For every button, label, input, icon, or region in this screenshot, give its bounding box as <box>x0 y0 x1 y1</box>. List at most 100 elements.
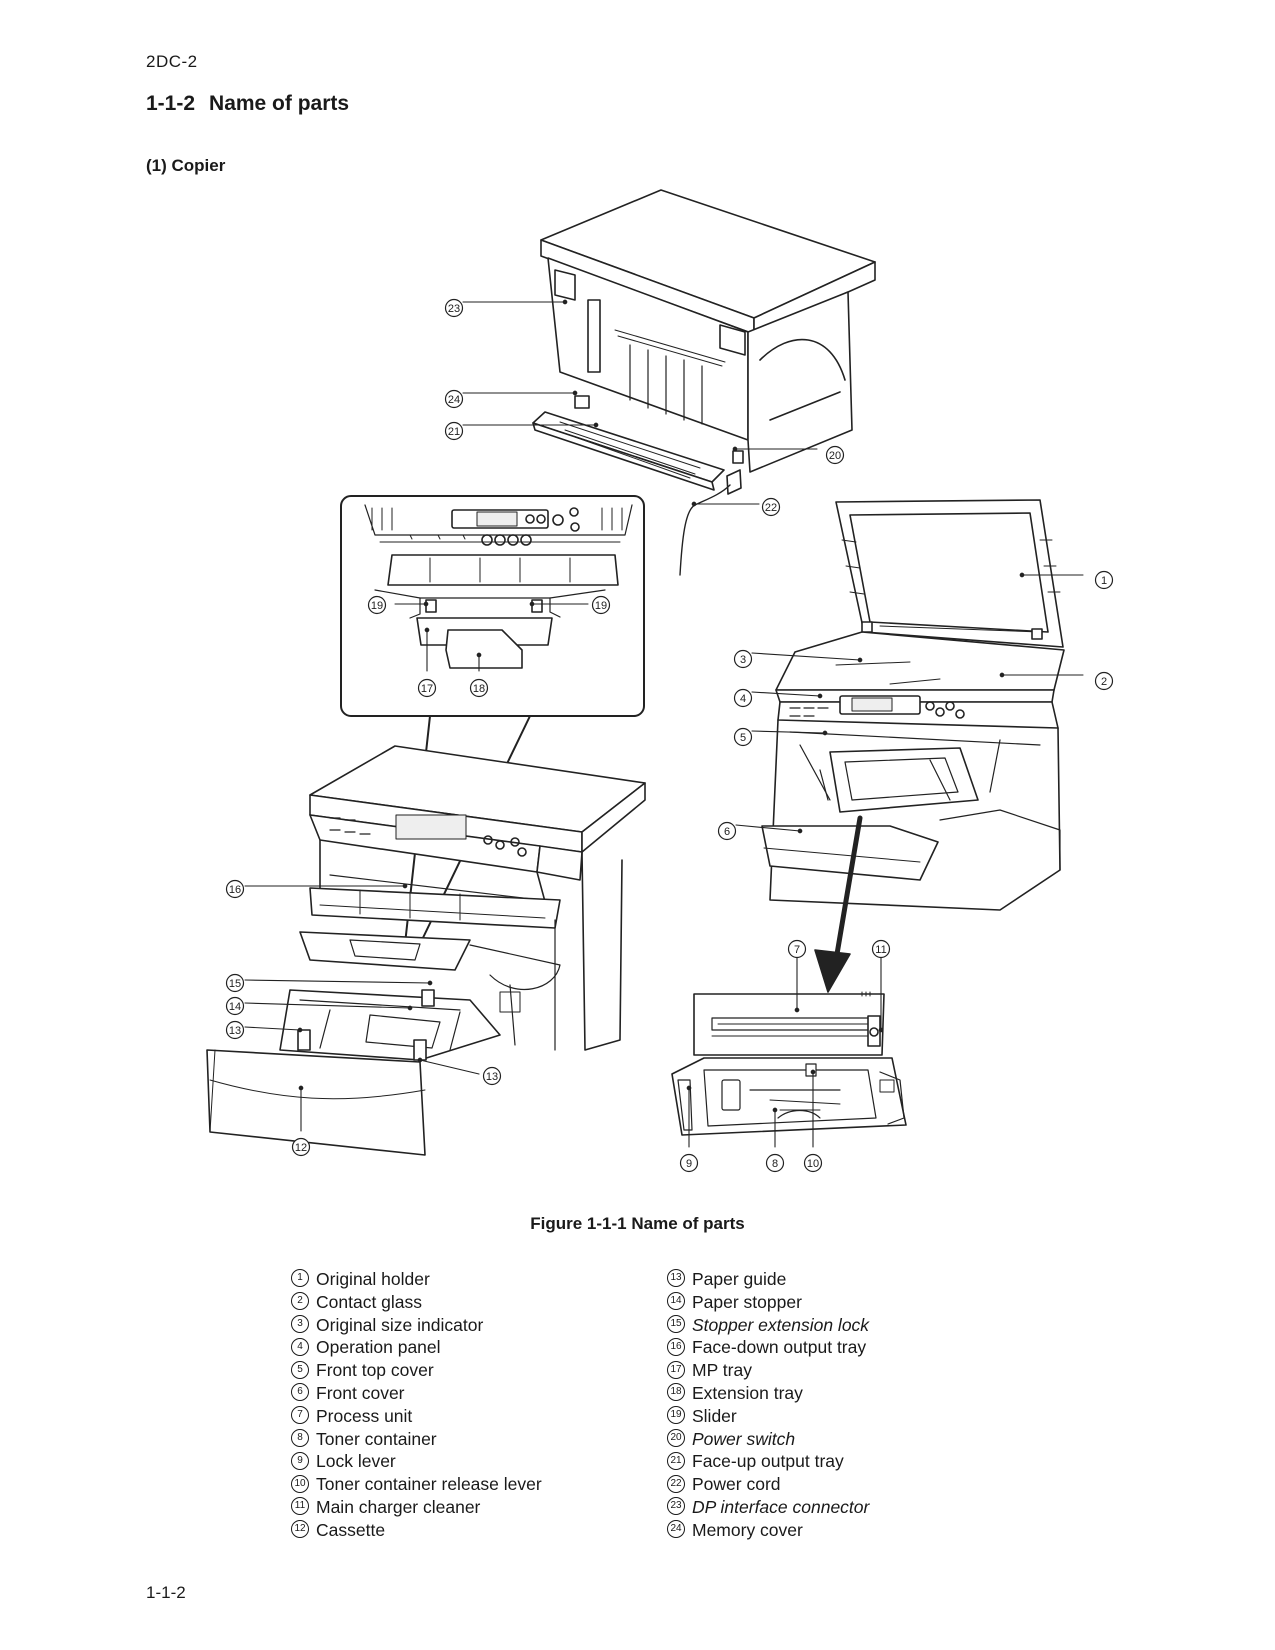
part-number-badge: 14 <box>667 1292 685 1311</box>
callout-3: 3 <box>733 649 753 669</box>
callout-6-number: 6 <box>724 826 730 838</box>
callout-7: 7 <box>787 939 807 959</box>
part-label: Original holder <box>316 1269 430 1289</box>
rear-view-copier <box>532 189 876 576</box>
callout-22: 22 <box>761 497 781 517</box>
part-number-badge: 6 <box>291 1383 309 1402</box>
part-number-badge: 2 <box>291 1292 309 1311</box>
callout-11: 11 <box>871 939 891 959</box>
callout-2-number: 2 <box>1101 676 1107 688</box>
document-code: 2DC-2 <box>146 52 198 71</box>
parts-list-item: 21 Face-up output tray <box>667 1450 869 1473</box>
callout-15: 15 <box>225 973 245 993</box>
part-label: Face-down output tray <box>692 1337 867 1358</box>
part-label: Power switch <box>692 1428 796 1449</box>
callout-22-number: 22 <box>765 502 777 514</box>
part-number-badge: 16 <box>667 1337 685 1356</box>
callout-20-number: 20 <box>829 450 841 462</box>
part-label: Face-up output tray <box>692 1451 844 1472</box>
callout-14: 14 <box>225 996 245 1016</box>
callout-12-number: 12 <box>295 1142 307 1154</box>
callout-17-number: 17 <box>421 683 433 695</box>
callout-5: 5 <box>733 727 753 747</box>
parts-list-item: 6 Front cover <box>291 1382 542 1405</box>
part-label: Paper guide <box>692 1269 787 1289</box>
parts-list-item: 1 Original holder <box>291 1268 542 1291</box>
parts-list-item: 13 Paper guide <box>667 1268 869 1291</box>
parts-list-item: 4 Operation panel <box>291 1336 542 1359</box>
part-number-badge: 24 <box>667 1520 685 1539</box>
part-label: Power cord <box>692 1474 781 1495</box>
part-number-badge: 1 <box>291 1269 309 1288</box>
part-label: MP tray <box>692 1360 752 1381</box>
callout-23: 23 <box>444 298 464 318</box>
callout-19-left-number: 19 <box>371 600 383 612</box>
part-number-badge: 21 <box>667 1451 685 1470</box>
part-number-badge: 8 <box>291 1428 309 1447</box>
part-number-badge: 13 <box>667 1269 685 1288</box>
part-number-badge: 12 <box>291 1520 309 1539</box>
part-label: Front top cover <box>316 1360 434 1381</box>
part-label: Original size indicator <box>316 1314 484 1335</box>
callout-18: 18 <box>469 678 489 698</box>
parts-list-item: 16 Face-down output tray <box>667 1336 869 1359</box>
callout-16: 16 <box>225 879 245 899</box>
figure-caption: Figure 1-1-1 Name of parts <box>530 1214 745 1233</box>
part-label: Cassette <box>316 1519 386 1540</box>
callout-14-number: 14 <box>229 1001 241 1013</box>
process-unit-drawing <box>671 991 907 1136</box>
part-label: DP interface connector <box>692 1496 870 1517</box>
section-title: Name of parts <box>209 92 350 115</box>
callout-13-right-number: 13 <box>486 1071 498 1083</box>
callout-24: 24 <box>444 389 464 409</box>
callout-19-right-number: 19 <box>595 600 607 612</box>
part-number-badge: 17 <box>667 1360 685 1379</box>
part-label: Front cover <box>316 1382 405 1403</box>
part-label: Extension tray <box>692 1382 803 1403</box>
part-number-badge: 23 <box>667 1497 685 1516</box>
parts-list-item: 24 Memory cover <box>667 1519 869 1542</box>
leader-lines <box>244 299 1084 1148</box>
part-label: Toner container <box>316 1428 437 1449</box>
part-number-badge: 4 <box>291 1337 309 1356</box>
parts-list-item: 18 Extension tray <box>667 1382 869 1405</box>
callout-24-number: 24 <box>448 394 460 406</box>
part-label: Memory cover <box>692 1519 803 1540</box>
callout-19-left: 19 <box>367 595 387 615</box>
parts-list-item: 17 MP tray <box>667 1359 869 1382</box>
callout-12: 12 <box>291 1137 311 1157</box>
callout-8: 8 <box>765 1153 785 1173</box>
callout-21: 21 <box>444 421 464 441</box>
part-label: Process unit <box>316 1405 413 1426</box>
callout-3-number: 3 <box>740 654 746 666</box>
callout-9-number: 9 <box>686 1158 692 1170</box>
callout-7-number: 7 <box>794 944 800 956</box>
part-number-badge: 9 <box>291 1451 309 1470</box>
part-label: Main charger cleaner <box>316 1496 481 1517</box>
part-number-badge: 5 <box>291 1360 309 1379</box>
callout-13-right: 13 <box>482 1066 502 1086</box>
part-number-badge: 18 <box>667 1383 685 1402</box>
callout-15-number: 15 <box>229 978 241 990</box>
part-label: Operation panel <box>316 1337 441 1358</box>
part-number-badge: 10 <box>291 1474 309 1493</box>
callout-9: 9 <box>679 1153 699 1173</box>
callout-21-number: 21 <box>448 426 460 438</box>
mp-tray-detail-inset <box>340 495 645 717</box>
callout-13-left-number: 13 <box>229 1025 241 1037</box>
part-label: Stopper extension lock <box>692 1314 870 1335</box>
callout-6: 6 <box>717 821 737 841</box>
parts-list-item: 23 DP interface connector <box>667 1496 869 1519</box>
section-number: 1-1-2 <box>146 92 196 115</box>
page-number: 1-1-2 <box>146 1583 186 1602</box>
